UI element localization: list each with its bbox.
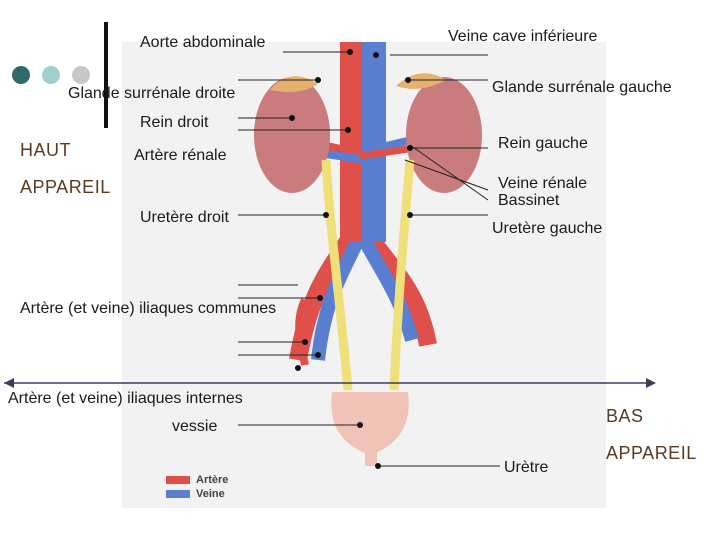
legend-vein-label: Veine bbox=[196, 488, 225, 500]
label-artere-renale: Artère rénale bbox=[134, 147, 227, 164]
left-ureter-shape bbox=[389, 159, 415, 391]
label-uretere-gauche: Uretère gauche bbox=[492, 220, 603, 237]
decor-dot-3 bbox=[72, 66, 90, 84]
label-appareil-bottom: APPAREIL bbox=[606, 443, 697, 463]
pointer-lines bbox=[238, 51, 500, 467]
left-adrenal-shape bbox=[396, 73, 446, 89]
label-glande-droite: Glande surrénale droite bbox=[68, 85, 236, 102]
decor-dot-2 bbox=[42, 66, 60, 84]
label-vessie: vessie bbox=[172, 418, 218, 435]
label-appareil-top: APPAREIL bbox=[20, 177, 111, 197]
label-iliaques-internes: Artère (et veine) iliaques internes bbox=[8, 390, 243, 407]
urethra-shape bbox=[365, 450, 377, 466]
label-rein-gauche: Rein gauche bbox=[498, 135, 588, 152]
label-bas: BAS bbox=[606, 406, 644, 426]
pointer-dots bbox=[289, 49, 413, 469]
right-kidney-shape bbox=[254, 77, 330, 193]
label-veine-renale: Veine rénale bbox=[498, 175, 587, 192]
label-iliaques-communes: Artère (et veine) iliaques communes bbox=[20, 300, 277, 317]
left-kidney-shape bbox=[406, 77, 482, 193]
aorta-shape bbox=[340, 42, 362, 242]
label-uretre: Urètre bbox=[504, 459, 549, 476]
right-ureter-shape bbox=[321, 159, 353, 391]
legend-vein-swatch bbox=[166, 490, 190, 498]
label-veine-cave: Veine cave inférieure bbox=[448, 28, 598, 45]
horizontal-arrow bbox=[4, 378, 656, 388]
label-rein-droit: Rein droit bbox=[140, 114, 209, 131]
decor-dot-1 bbox=[12, 66, 30, 84]
label-aorte: Aorte abdominale bbox=[140, 34, 266, 51]
vena-cava-shape bbox=[362, 42, 386, 242]
bladder-shape bbox=[331, 392, 409, 455]
legend-artery-label: Artère bbox=[196, 474, 229, 486]
decor-vertical-bar bbox=[104, 22, 108, 128]
label-haut: HAUT bbox=[20, 140, 71, 160]
label-uretere-droit: Uretère droit bbox=[140, 209, 229, 226]
label-bassinet: Bassinet bbox=[498, 192, 560, 209]
label-glande-gauche: Glande surrénale gauche bbox=[492, 79, 672, 96]
legend-artery-swatch bbox=[166, 476, 190, 484]
